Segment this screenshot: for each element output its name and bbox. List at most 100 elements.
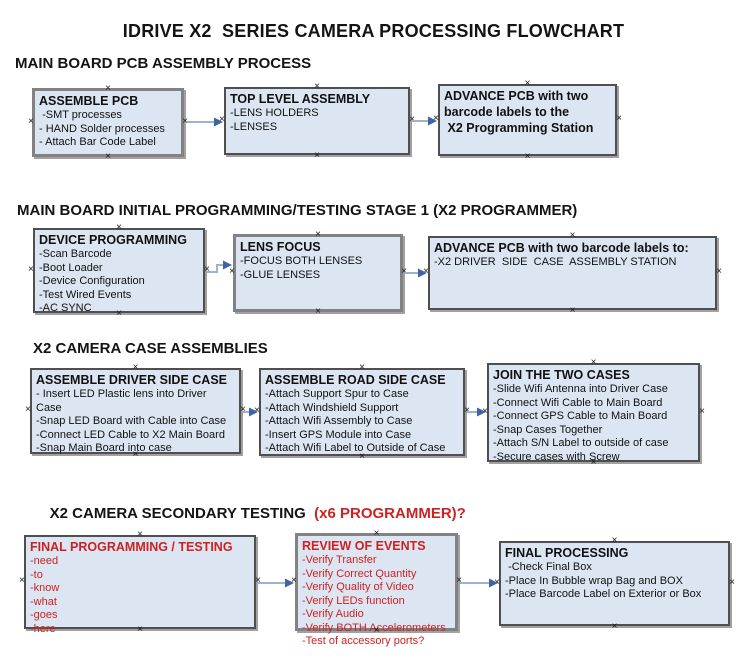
connector-handle-icon: ×: [569, 230, 576, 241]
box-item: - Attach Bar Code Label: [39, 136, 156, 148]
box-items: -Slide Wifi Antenna into Driver Case-Con…: [493, 383, 694, 464]
arrow-assemble-to-toplevel: [187, 117, 223, 127]
box-item: -Attach Wifi Label to Outside of Case: [265, 442, 446, 454]
box-item: -need: [30, 555, 59, 567]
connector-handle-icon: ×: [28, 115, 34, 127]
heading-suffix-red: (x6 PROGRAMMER)?: [309, 505, 466, 522]
flow-box-join-the-two-cases[interactable]: JOIN THE TWO CASES -Slide Wifi Antenna i…: [482, 358, 705, 468]
box-item: -Connect GPS Cable to Main Board: [493, 410, 668, 422]
box-item: -know: [30, 582, 60, 594]
box-item: -X2 DRIVER SIDE CASE ASSEMBLY STATION: [434, 256, 677, 268]
box-item: -Attach Wifi Assembly to Case: [265, 415, 413, 427]
section-heading-secondary-testing: X2 CAMERA SECONDARY TESTING (x6 PROGRAMM…: [33, 488, 466, 539]
flow-box-assemble-driver-side-case[interactable]: ASSEMBLE DRIVER SIDE CASE - Insert LED P…: [25, 363, 246, 460]
flow-box-top-level-assembly[interactable]: TOP LEVEL ASSEMBLY -LENS HOLDERS-LENSES …: [219, 82, 415, 161]
box-title: ADVANCE PCB with two barcode labels to t…: [444, 89, 594, 135]
box-item: -Place Barcode Label on Exterior or Box: [505, 588, 702, 600]
section-heading-case-assemblies: X2 CAMERA CASE ASSEMBLIES: [33, 340, 268, 357]
connector-handle-icon: ×: [254, 405, 260, 417]
section-heading-pcb-assembly: MAIN BOARD PCB ASSEMBLY PROCESS: [15, 55, 312, 72]
box-items: -need-to-know-what-goes-here: [30, 555, 250, 636]
connector-handle-icon: ×: [423, 266, 429, 278]
flow-box-review-of-events[interactable]: REVIEW OF EVENTS -Verify Transfer-Verify…: [291, 529, 462, 648]
box-items: -Check Final Box-Place In Bubble wrap Ba…: [505, 561, 724, 602]
connector-handle-icon: ×: [433, 113, 439, 125]
box-items: -X2 DRIVER SIDE CASE ASSEMBLY STATION: [434, 256, 711, 270]
box-item: -here: [30, 622, 56, 635]
connector-handle-icon: ×: [116, 222, 122, 233]
arrow-finalprog-to-review: [258, 578, 294, 588]
connector-handle-icon: ×: [729, 576, 735, 588]
box-item: -Scan Barcode: [39, 248, 112, 260]
connector-handle-icon: ×: [699, 405, 705, 417]
heading-text: X2 CAMERA SECONDARY TESTING: [49, 505, 310, 522]
flow-box-final-processing[interactable]: FINAL PROCESSING -Check Final Box-Place …: [494, 536, 735, 632]
box-items: -Verify Transfer-Verify Correct Quantity…: [302, 554, 451, 649]
connector-handle-icon: ×: [524, 151, 531, 162]
connector-handle-icon: ×: [314, 81, 320, 92]
connector-handle-icon: ×: [105, 83, 111, 94]
box-item: -AC SYNC: [39, 302, 92, 314]
box-items: - Insert LED Plastic lens into Driver Ca…: [36, 388, 235, 456]
flow-box-assemble-pcb[interactable]: ASSEMBLE PCB -SMT processes- HAND Solder…: [28, 83, 188, 162]
box-item: -Secure cases with Screw: [493, 450, 620, 463]
connector-handle-icon: ×: [255, 575, 261, 587]
flow-box-final-programming-testing[interactable]: FINAL PROGRAMMING / TESTING -need-to-kno…: [19, 530, 261, 635]
arrow-deviceprog-to-lensfocus: [207, 260, 232, 273]
connector-handle-icon: ×: [132, 362, 139, 373]
box-item: -FOCUS BOTH LENSES: [240, 255, 363, 267]
box-item: -Test of accessory ports?: [302, 635, 425, 647]
connector-handle-icon: ×: [105, 151, 111, 162]
box-item: -Connect LED Cable to X2 Main Board: [36, 428, 225, 441]
box-title: FINAL PROCESSING: [505, 546, 629, 560]
connector-handle-icon: ×: [19, 575, 25, 587]
flow-box-lens-focus[interactable]: LENS FOCUS -FOCUS BOTH LENSES-GLUE LENSE…: [229, 229, 407, 317]
box-item: -Attach Support Spur to Case: [265, 388, 409, 400]
flow-box-assemble-road-side-case[interactable]: ASSEMBLE ROAD SIDE CASE -Attach Support …: [254, 363, 470, 462]
box-item: -Verify Quality of Video: [302, 581, 414, 593]
connector-handle-icon: ×: [315, 229, 321, 240]
connector-handle-icon: ×: [219, 114, 225, 126]
connector-handle-icon: ×: [359, 362, 365, 373]
box-title: ASSEMBLE DRIVER SIDE CASE: [36, 373, 228, 387]
box-title: ADVANCE PCB with two barcode labels to:: [434, 241, 689, 255]
box-item: -Verify Audio: [302, 608, 364, 620]
connector-handle-icon: ×: [204, 263, 210, 275]
box-item: -Place In Bubble wrap Bag and BOX: [505, 574, 683, 587]
box-title: JOIN THE TWO CASES: [493, 368, 630, 382]
connector-handle-icon: ×: [616, 113, 622, 125]
box-item: -Insert GPS Module into Case: [265, 428, 412, 441]
box-item: -Verify Transfer: [302, 554, 377, 566]
connector-handle-icon: ×: [611, 621, 618, 632]
flow-box-device-programming[interactable]: DEVICE PROGRAMMING -Scan Barcode-Boot Lo…: [28, 223, 210, 319]
box-item: -Connect Wifi Cable to Main Board: [493, 396, 663, 409]
flow-box-advance-pcb-programming-station[interactable]: ADVANCE PCB with two barcode labels to t…: [433, 79, 622, 162]
box-title: DEVICE PROGRAMMING: [39, 233, 187, 247]
connector-handle-icon: ×: [401, 266, 407, 278]
box-items: -FOCUS BOTH LENSES-GLUE LENSES: [240, 255, 396, 282]
box-item: -to: [30, 568, 43, 581]
box-item: -LENSES: [230, 120, 278, 133]
box-item: -goes: [30, 609, 58, 621]
box-title: ASSEMBLE ROAD SIDE CASE: [265, 373, 446, 387]
box-items: -SMT processes- HAND Solder processes- A…: [39, 109, 177, 150]
box-items: -LENS HOLDERS-LENSES: [230, 107, 404, 134]
connector-handle-icon: ×: [611, 535, 618, 546]
box-item: -LENS HOLDERS: [230, 107, 319, 119]
box-item: -Device Configuration: [39, 275, 145, 287]
box-item: -SMT processes: [39, 109, 122, 121]
box-title: REVIEW OF EVENTS: [302, 539, 426, 553]
connector-handle-icon: ×: [456, 575, 462, 587]
box-item: -Verify LEDs function: [302, 594, 405, 607]
flow-box-advance-pcb-driver-side[interactable]: ADVANCE PCB with two barcode labels to: …: [423, 231, 722, 316]
arrow-driverside-to-roadside: [243, 407, 258, 417]
connector-handle-icon: ×: [569, 305, 576, 316]
connector-handle-icon: ×: [315, 306, 321, 317]
connector-handle-icon: ×: [25, 404, 31, 416]
box-title: ASSEMBLE PCB: [39, 94, 139, 108]
arrow-toplevel-to-advance: [412, 116, 437, 126]
connector-handle-icon: ×: [229, 266, 235, 278]
connector-handle-icon: ×: [482, 405, 488, 417]
arrow-review-to-finalproc: [460, 578, 498, 588]
